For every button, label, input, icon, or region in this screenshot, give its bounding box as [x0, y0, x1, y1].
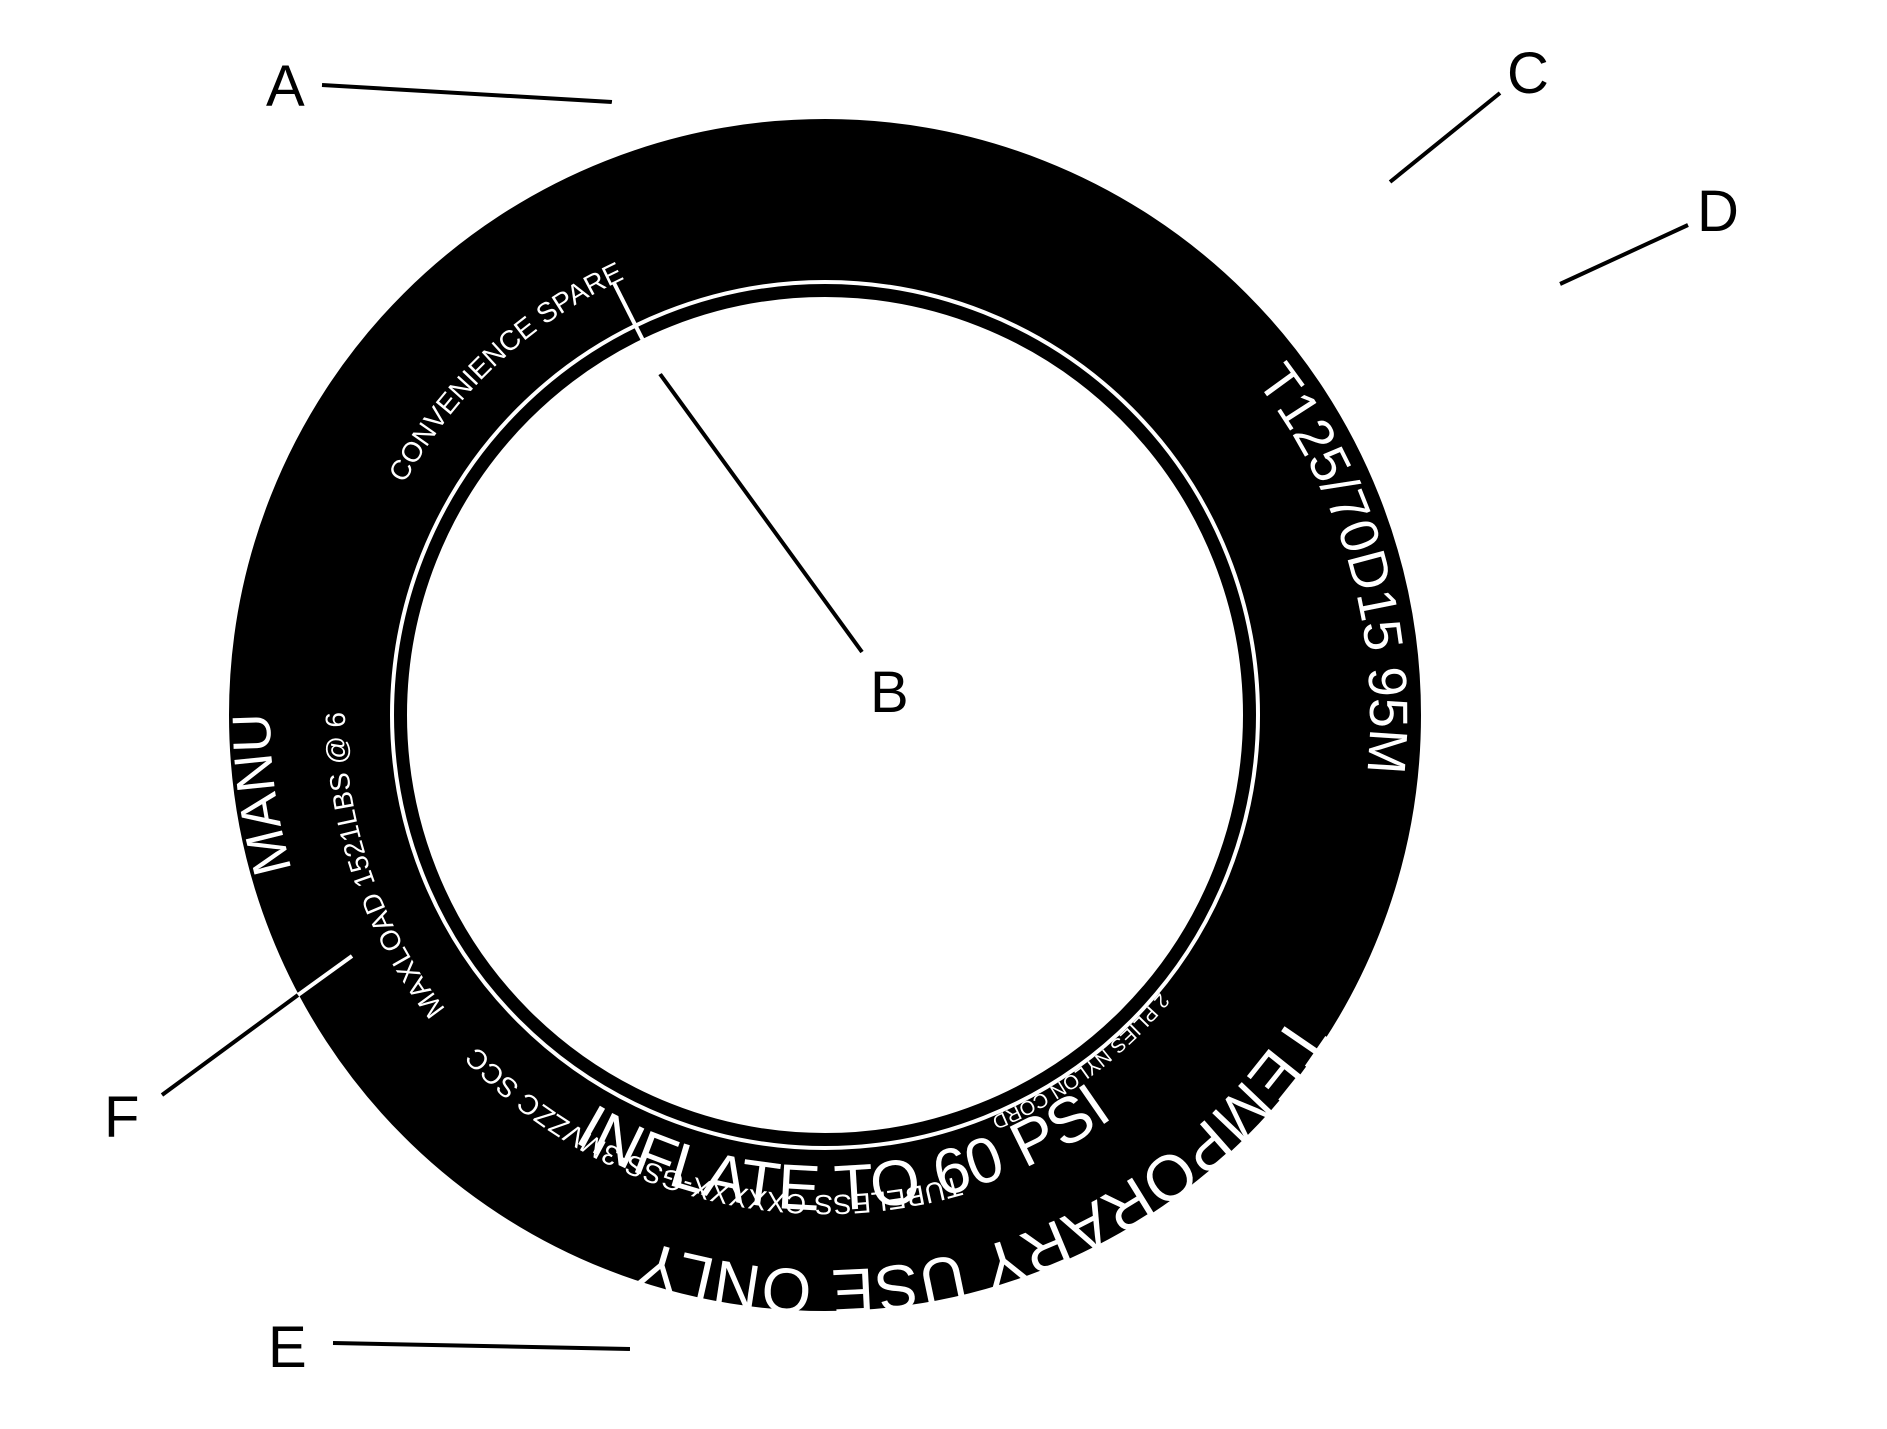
callout-e: E: [268, 1315, 307, 1380]
callout-c: C: [1507, 41, 1549, 106]
callout-b: B: [870, 660, 909, 725]
callout-labels: A B C D E F: [104, 41, 1739, 1380]
tire-ring: [229, 119, 1421, 1311]
leader-b: [658, 372, 864, 654]
leader-c-tire: [1304, 180, 1392, 252]
leader-a: [321, 83, 613, 104]
manufacturer-path: MANUFACTURER: [0, 0, 303, 881]
leader-c: [1388, 91, 1502, 184]
leader-e-tire: [629, 1347, 693, 1352]
leader-lines: [160, 83, 1689, 1352]
callout-f: F: [104, 1085, 139, 1150]
leader-b-tire: [612, 282, 662, 375]
manufacturer-text: MANUFACTURER: [0, 0, 303, 881]
tire: [229, 119, 1421, 1311]
leader-d: [1559, 223, 1689, 286]
leader-f-tire: [296, 954, 354, 997]
callout-d: D: [1697, 179, 1739, 244]
leader-d-tire: [1417, 282, 1561, 345]
leader-e: [332, 1341, 631, 1351]
leader-f: [160, 993, 300, 1097]
callout-a: A: [266, 54, 305, 119]
rim-line: [390, 280, 1260, 1150]
leader-a-tick: [611, 100, 639, 110]
